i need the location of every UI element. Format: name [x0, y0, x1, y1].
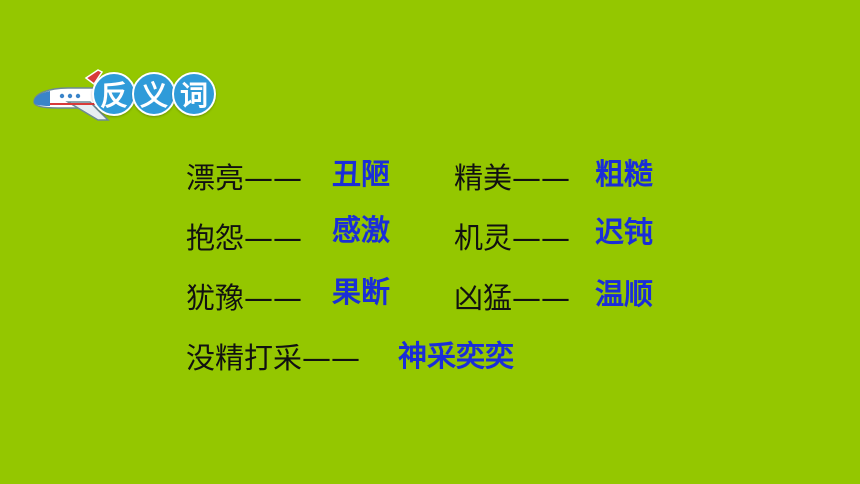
antonym-answer-3: 感激 — [332, 213, 391, 247]
antonym-answer-1: 丑陋 — [332, 157, 391, 191]
antonym-word-3: 抱怨—— — [186, 221, 303, 255]
antonym-answer-4: 迟钝 — [595, 215, 654, 249]
antonym-word-7: 没精打采—— — [186, 341, 361, 375]
antonym-word-4: 机灵—— — [454, 221, 571, 255]
section-header: 反 义 词 — [28, 64, 238, 124]
antonym-answer-7: 神采奕奕 — [398, 339, 515, 373]
title-char-2: 义 — [132, 72, 176, 116]
antonym-word-2: 精美—— — [454, 161, 571, 195]
antonym-word-6: 凶猛—— — [454, 281, 571, 315]
title-char-1: 反 — [92, 72, 136, 116]
antonym-answer-5: 果断 — [332, 275, 391, 309]
title-char-3: 词 — [172, 72, 216, 116]
section-title: 反 义 词 — [92, 72, 216, 120]
antonym-word-1: 漂亮—— — [186, 161, 303, 195]
antonym-word-5: 犹豫—— — [186, 281, 303, 315]
antonym-answer-2: 粗糙 — [595, 157, 654, 191]
antonym-answer-6: 温顺 — [595, 277, 654, 311]
